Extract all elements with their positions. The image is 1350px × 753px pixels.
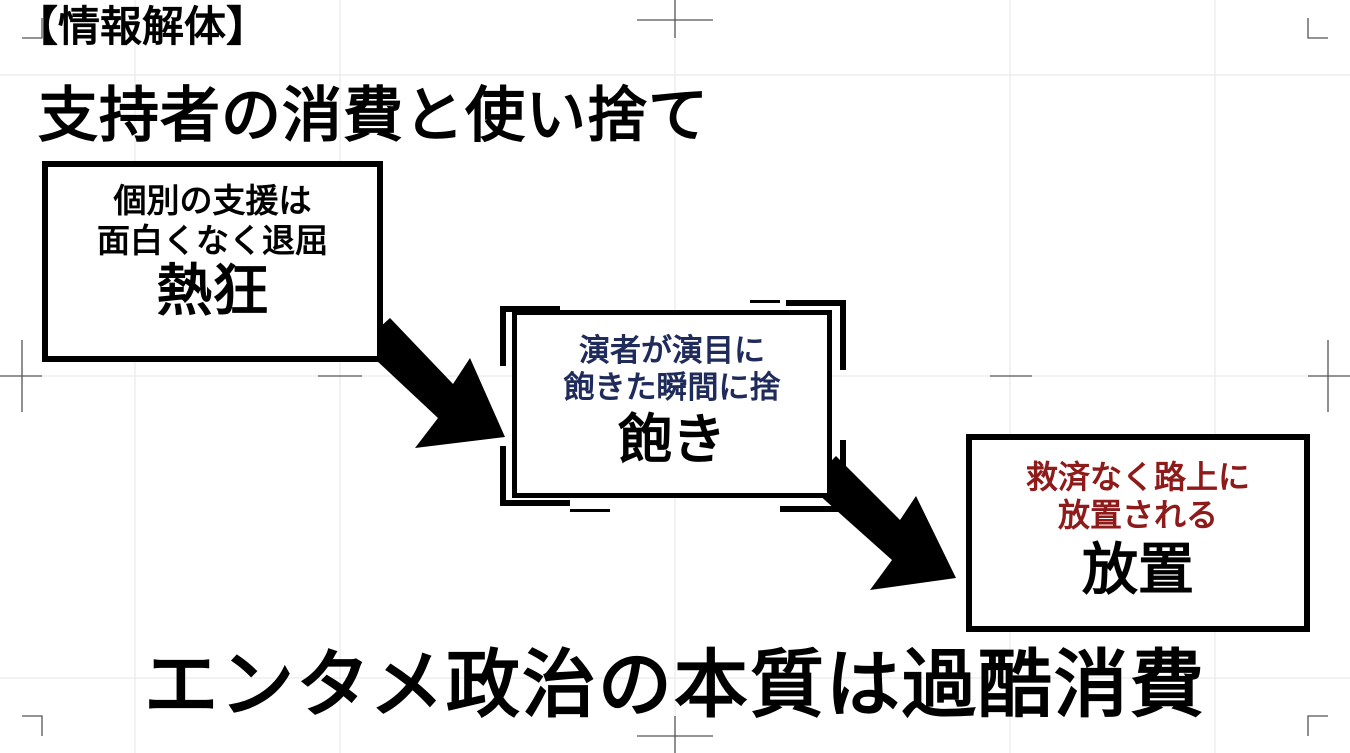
page-title: 支持者の消費と使い捨て <box>38 81 709 151</box>
step-box-enthusiasm: 個別の支援は 面白くなく退屈 熱狂 <box>42 161 383 362</box>
step-2-label: 飽き <box>618 408 726 472</box>
step-3-line-1: 救済なく路上に <box>1025 458 1250 496</box>
step-3-line-2: 放置される <box>1057 496 1218 535</box>
step-1-line-1: 個別の支援は <box>113 181 312 220</box>
step-1-label: 熱狂 <box>156 259 269 325</box>
section-tag: 【情報解体】 <box>16 2 269 51</box>
box-frame-decoration <box>500 300 846 512</box>
step-3-label: 放置 <box>1082 537 1194 603</box>
step-2-line-2: 飽きた瞬間に捨 <box>563 370 781 407</box>
step-1-line-2: 面白くなく退屈 <box>97 220 328 260</box>
step-box-abandonment: 救済なく路上に 放置される 放置 <box>966 434 1310 632</box>
step-2-line-1: 演者が演目に <box>579 333 765 369</box>
conclusion-text: エンタメ政治の本質は過酷消費 <box>144 642 1206 728</box>
step-box-boredom: 演者が演目に 飽きた瞬間に捨 飽き <box>512 310 832 498</box>
